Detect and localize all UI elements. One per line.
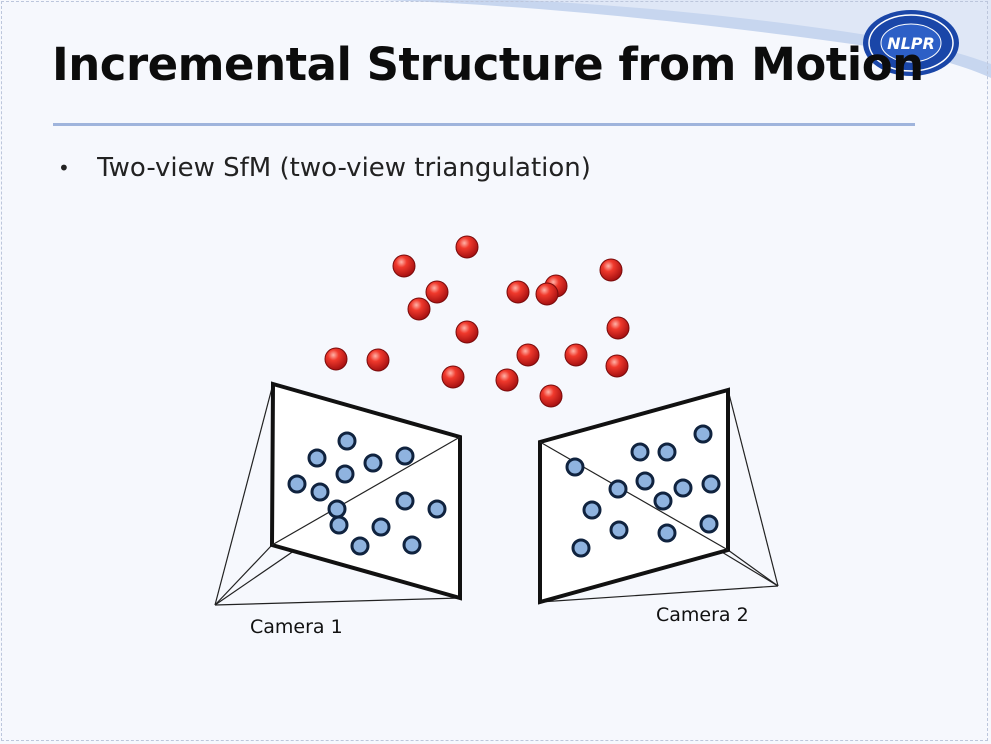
camera-1-projected-point bbox=[337, 431, 357, 451]
scene-point bbox=[605, 354, 629, 378]
scene-point bbox=[425, 280, 449, 304]
scene-point bbox=[535, 282, 559, 306]
camera-2: Camera 2 bbox=[538, 387, 779, 626]
camera-1: Camera 1 bbox=[214, 381, 462, 638]
camera-2-projected-point bbox=[630, 442, 650, 462]
camera-1-projected-point bbox=[395, 446, 415, 466]
bullet-dot: • bbox=[58, 156, 70, 180]
camera-2-label: Camera 2 bbox=[656, 604, 749, 626]
camera-1-projected-point bbox=[310, 482, 330, 502]
scene-point bbox=[455, 320, 479, 344]
scene-point bbox=[455, 235, 479, 259]
scene-point bbox=[506, 280, 530, 304]
camera-1-projected-point bbox=[350, 536, 370, 556]
camera-2-projected-point bbox=[657, 523, 677, 543]
camera-2-projected-point bbox=[571, 538, 591, 558]
camera-2-projected-point bbox=[701, 474, 721, 494]
camera-2-projected-point bbox=[653, 491, 673, 511]
scene-3d-points bbox=[324, 235, 630, 408]
scene-point bbox=[392, 254, 416, 278]
camera-1-projected-point bbox=[329, 515, 349, 535]
camera-2-projected-point bbox=[657, 442, 677, 462]
bullet-item: • Two-view SfM (two-view triangulation) bbox=[58, 153, 591, 183]
camera-1-projected-point bbox=[335, 464, 355, 484]
svg-text:NLPR: NLPR bbox=[887, 34, 935, 53]
scene-point bbox=[539, 384, 563, 408]
scene-point bbox=[495, 368, 519, 392]
scene-point bbox=[564, 343, 588, 367]
scene-point bbox=[606, 316, 630, 340]
bullet-text: Two-view SfM (two-view triangulation) bbox=[97, 153, 591, 183]
camera-2-projected-point bbox=[565, 457, 585, 477]
camera-1-projected-point bbox=[363, 453, 383, 473]
camera-1-label: Camera 1 bbox=[250, 616, 343, 638]
camera-2-projected-point bbox=[635, 471, 655, 491]
camera-1-projected-point bbox=[402, 535, 422, 555]
camera-1-projected-point bbox=[307, 448, 327, 468]
scene-point bbox=[599, 258, 623, 282]
scene-point bbox=[366, 348, 390, 372]
scene-point bbox=[324, 347, 348, 371]
camera-1-projected-point bbox=[287, 474, 307, 494]
camera-2-projected-point bbox=[582, 500, 602, 520]
camera-1-projected-point bbox=[327, 499, 347, 519]
camera-1-projected-point bbox=[427, 499, 447, 519]
scene-point bbox=[407, 297, 431, 321]
camera-1-plane-diagonal bbox=[271, 436, 461, 546]
camera-1-projected-points bbox=[287, 431, 447, 556]
nlpr-logo: NLPR bbox=[863, 10, 959, 76]
camera-2-projected-point bbox=[693, 424, 713, 444]
camera-1-projected-point bbox=[371, 517, 391, 537]
scene-point bbox=[516, 343, 540, 367]
slide-title: Incremental Structure from Motion bbox=[52, 38, 924, 91]
camera-2-projected-point bbox=[699, 514, 719, 534]
title-divider bbox=[53, 123, 915, 126]
camera-2-projected-point bbox=[609, 520, 629, 540]
camera-1-projected-point bbox=[395, 491, 415, 511]
camera-2-projected-points bbox=[565, 424, 721, 558]
camera-2-projected-point bbox=[673, 478, 693, 498]
scene-point bbox=[441, 365, 465, 389]
camera-2-projected-point bbox=[608, 479, 628, 499]
header-swoosh bbox=[380, 0, 991, 78]
